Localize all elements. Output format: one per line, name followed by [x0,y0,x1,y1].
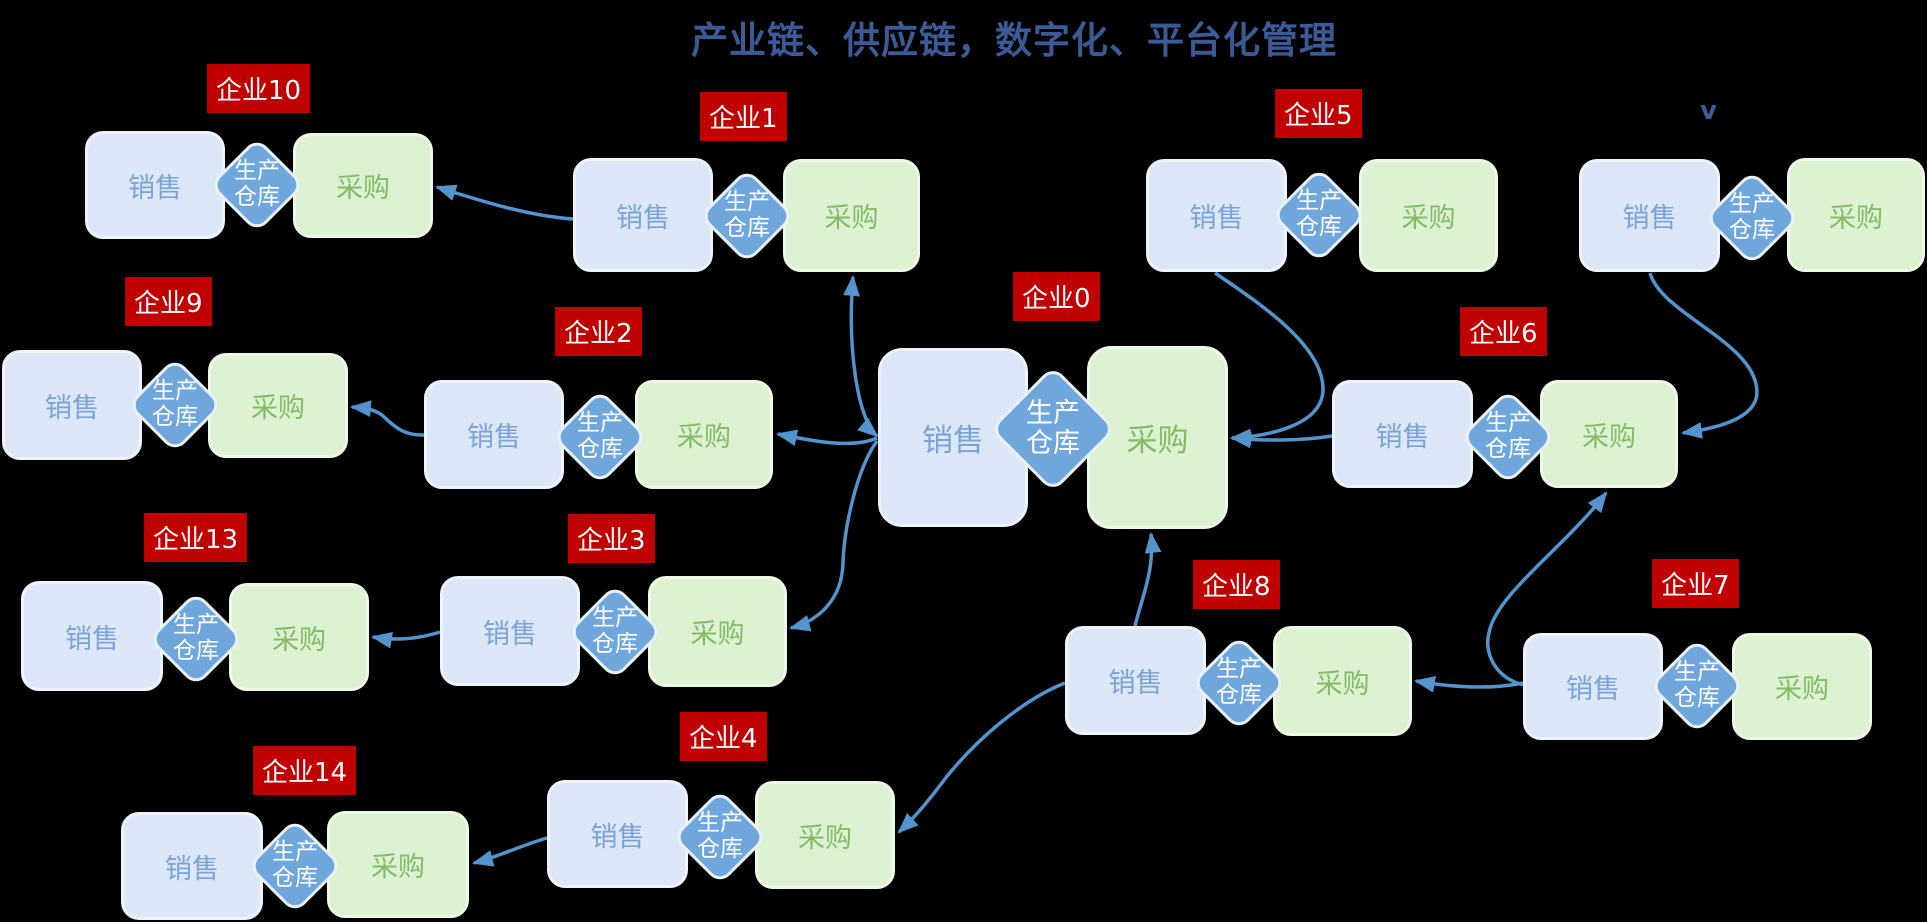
sales-box[interactable]: 销售 [1523,633,1663,740]
purchase-box-label: 采购 [1582,421,1636,453]
sales-box[interactable]: 销售 [424,380,564,489]
sales-box[interactable]: 销售 [440,576,580,686]
edge-8-to-4[interactable] [897,681,1066,834]
sales-box[interactable]: 销售 [1332,380,1473,488]
purchase-box-label: 采购 [824,203,879,234]
enterprise-badge[interactable]: 企业1 [700,92,787,141]
enterprise-badge[interactable]: 企业2 [555,307,642,356]
production-warehouse-label: 生产仓库 [577,410,623,462]
purchase-box-label: 采购 [1126,423,1189,459]
purchase-box-label: 采购 [272,624,326,656]
purchase-box-label: 采购 [1315,668,1370,700]
production-warehouse-label: 生产仓库 [272,839,318,891]
sales-box-label: 销售 [616,202,670,234]
production-warehouse-label: 生产仓库 [152,378,198,430]
edge-0-to-2[interactable] [775,429,878,447]
sales-box-label: 销售 [922,423,984,459]
sales-box-label: 销售 [467,422,521,453]
purchase-box-label: 采购 [1401,203,1456,234]
sales-box-label: 销售 [1622,203,1677,234]
purchase-box[interactable]: 采购 [648,576,787,687]
sales-box[interactable]: 销售 [2,350,142,460]
production-warehouse-label: 生产仓库 [1485,410,1531,462]
production-warehouse-label: 生产仓库 [1026,397,1080,459]
enterprise-badge[interactable]: 企业9 [125,277,212,326]
sales-box[interactable]: 销售 [1579,159,1720,272]
production-warehouse-label: 生产仓库 [1729,191,1775,243]
purchase-box[interactable]: 采购 [1273,626,1412,736]
sales-box-label: 销售 [165,853,219,885]
enterprise-badge[interactable]: 企业7 [1652,559,1739,608]
production-warehouse-label: 生产仓库 [173,612,219,664]
enterprise-badge[interactable]: 企业3 [568,514,655,563]
sales-box[interactable]: 销售 [1065,626,1206,735]
purchase-box[interactable]: 采购 [1787,158,1925,272]
purchase-box-label: 采购 [690,619,745,650]
sales-box[interactable]: 销售 [573,158,713,272]
edge-v-to-6[interactable] [1648,272,1759,439]
purchase-box-label: 采购 [1775,674,1829,705]
purchase-box[interactable]: 采购 [1732,633,1872,740]
production-warehouse-label: 生产仓库 [697,810,743,862]
sales-box-label: 销售 [1189,203,1244,234]
purchase-box[interactable]: 采购 [635,380,773,489]
enterprise-badge[interactable]: 企业0 [1013,272,1100,321]
sales-box-label: 销售 [128,172,182,204]
sales-box-label: 销售 [483,618,537,650]
purchase-box-label: 采购 [336,173,390,204]
purchase-box[interactable]: 采购 [1359,159,1498,272]
purchase-box[interactable]: 采购 [1087,346,1228,529]
diagram-title: 产业链、供应链，数字化、平台化管理 [691,19,1337,62]
sales-box-label: 销售 [1108,668,1163,699]
purchase-box-label: 采购 [798,822,852,854]
edge-6-to-0[interactable] [1229,431,1333,449]
enterprise-badge[interactable]: 企业5 [1275,89,1362,138]
sales-box[interactable]: 销售 [547,780,688,888]
production-warehouse-label: 生产仓库 [724,189,770,241]
edge-7-to-6[interactable] [1486,491,1608,687]
edge-7-to-8[interactable] [1413,676,1524,693]
purchase-box-label: 采购 [1829,202,1883,234]
sales-box-label: 销售 [1375,421,1430,453]
purchase-box-label: 采购 [251,393,305,424]
purchase-box[interactable]: 采购 [208,353,348,458]
purchase-box-label: 采购 [371,852,425,883]
purchase-box[interactable]: 采购 [783,159,920,272]
sales-box-label: 销售 [65,623,119,655]
production-warehouse-label: 生产仓库 [592,605,638,657]
edge-3-to-13[interactable] [370,630,441,649]
edge-4-to-14[interactable] [471,836,548,867]
enterprise-badge[interactable]: 企业8 [1193,560,1280,609]
production-warehouse-label: 生产仓库 [1674,659,1720,711]
enterprise-badge[interactable]: 企业13 [144,513,248,562]
enterprise-badge[interactable]: 企业14 [253,746,357,795]
sales-box[interactable]: 销售 [1146,159,1287,272]
enterprise-badge[interactable]: 企业4 [680,712,767,761]
purchase-box[interactable]: 采购 [755,781,895,889]
sales-box[interactable]: 销售 [85,131,225,239]
sales-box-label: 销售 [1566,674,1620,705]
enterprise-badge[interactable]: 企业10 [207,64,311,113]
sales-box-label: 销售 [45,392,99,424]
production-warehouse-label: 生产仓库 [1296,188,1342,240]
purchase-box[interactable]: 采购 [1540,380,1678,488]
sales-box[interactable]: 销售 [21,581,163,691]
edge-1-to-10[interactable] [434,184,574,221]
edge-5-to-0[interactable] [1214,271,1325,446]
enterprise-badge[interactable]: 企业6 [1460,307,1547,356]
production-warehouse-label: 生产仓库 [1216,656,1262,708]
edge-0-to-3[interactable] [788,439,879,632]
purchase-box-label: 采购 [677,422,731,453]
sales-box[interactable]: 销售 [121,812,263,920]
production-warehouse-label: 生产仓库 [234,158,280,210]
purchase-box[interactable]: 采购 [229,583,369,691]
edge-8-to-0[interactable] [1133,531,1162,627]
purchase-box[interactable]: 采购 [327,811,469,918]
v-annotation: v [1700,96,1717,126]
edge-2-to-9[interactable] [349,400,425,437]
sales-box-label: 销售 [590,821,645,853]
purchase-box[interactable]: 采购 [293,133,433,238]
edge-0-to-1[interactable] [843,274,879,438]
